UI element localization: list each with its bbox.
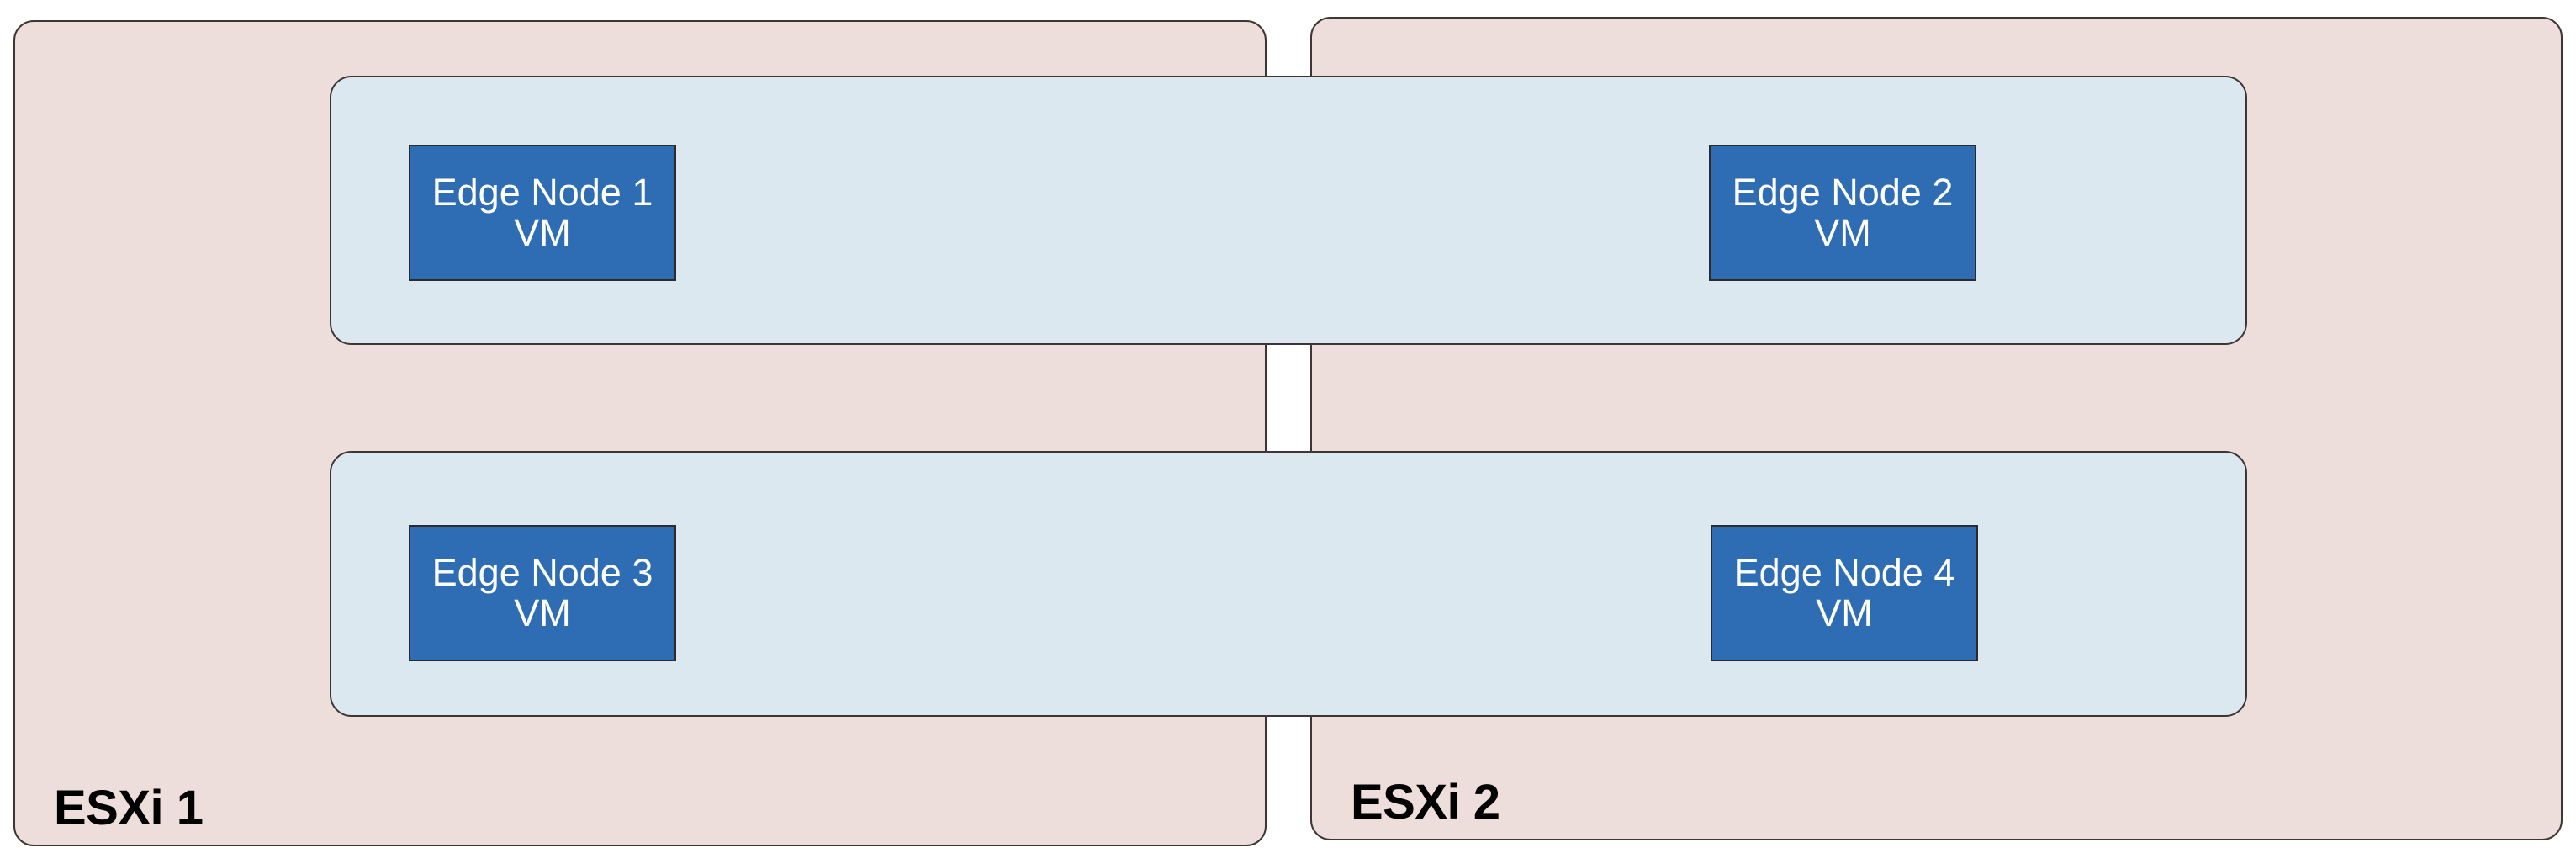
vm-edge-node-3[interactable]: Edge Node 3 VM [409, 525, 676, 661]
host-label-esxi-2: ESXi 2 [1351, 775, 1500, 830]
vm-edge-node-4[interactable]: Edge Node 4 VM [1711, 525, 1978, 661]
vm-edge-node-2-name: Edge Node 2 [1732, 171, 1954, 215]
vm-edge-node-3-name: Edge Node 3 [431, 551, 653, 595]
vm-edge-node-3-type: VM [514, 591, 571, 634]
vm-edge-node-4-type: VM [1816, 591, 1873, 634]
host-label-esxi-1: ESXi 1 [54, 781, 204, 835]
vm-edge-node-2[interactable]: Edge Node 2 VM [1709, 145, 1976, 281]
vm-edge-node-1-name: Edge Node 1 [431, 171, 653, 215]
vm-edge-node-4-name: Edge Node 4 [1733, 551, 1955, 595]
vm-edge-node-1-type: VM [514, 211, 571, 254]
vm-edge-node-1[interactable]: Edge Node 1 VM [409, 145, 676, 281]
stretched-group-row-1[interactable]: Edge Node 1 VM Edge Node 2 VM [330, 76, 2247, 345]
vm-edge-node-2-type: VM [1814, 211, 1871, 254]
stretched-group-row-2[interactable]: Edge Node 3 VM Edge Node 4 VM [330, 451, 2247, 717]
